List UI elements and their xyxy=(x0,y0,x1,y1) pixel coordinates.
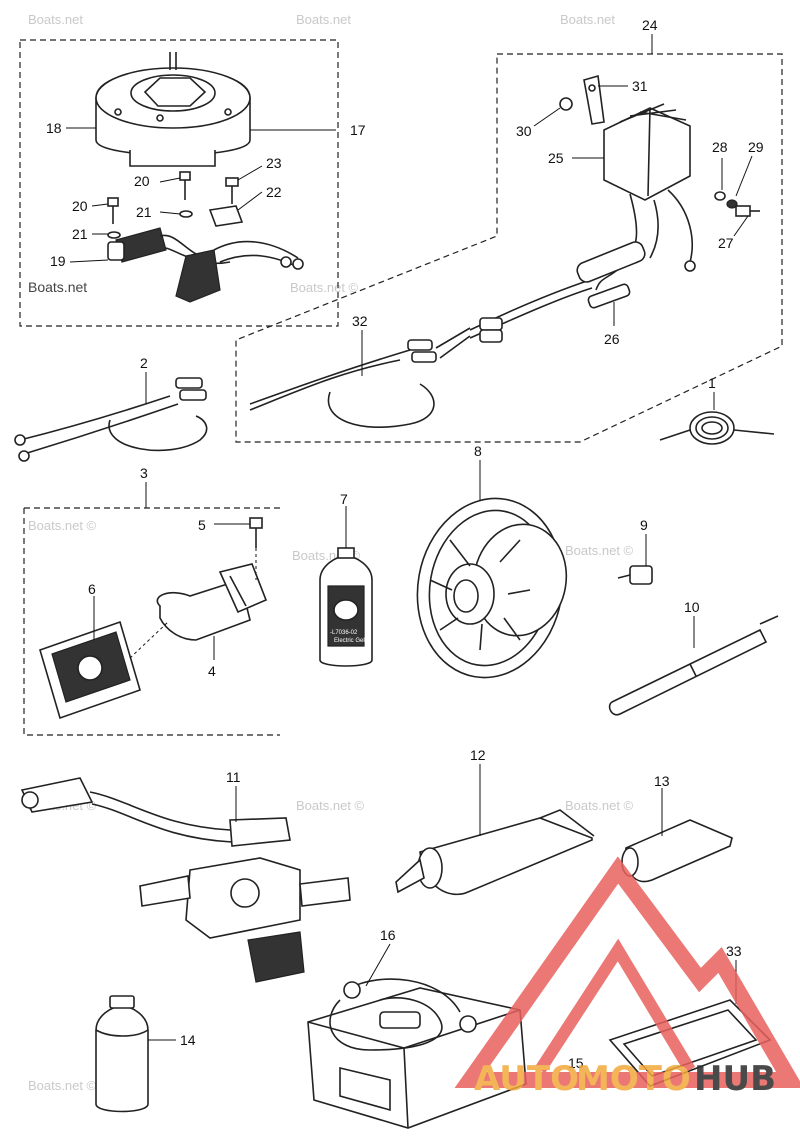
watermark: Boats.net © xyxy=(296,798,365,813)
bottle-label-line1: -L7036-02 xyxy=(330,630,358,636)
callout-25: 25 xyxy=(548,150,564,166)
bottle-label-line2: Electric Gel xyxy=(334,638,365,644)
callout-33: 33 xyxy=(726,943,742,959)
part-27-screw xyxy=(735,205,760,217)
callout-7: 7 xyxy=(340,491,348,507)
watermark: Boats.net xyxy=(28,12,83,27)
part-9-bolt xyxy=(617,565,653,585)
leader-lines xyxy=(66,34,753,1041)
callout-14: 14 xyxy=(180,1032,196,1048)
part-7-bottle: -L7036-02 Electric Gel xyxy=(319,547,373,667)
callout-8: 8 xyxy=(474,443,482,459)
part-12-grease-tube xyxy=(395,809,595,896)
callout-6: 6 xyxy=(88,581,96,597)
part-20-screw xyxy=(107,171,191,224)
callout-13: 13 xyxy=(654,773,670,789)
part-31-bracket xyxy=(583,74,605,125)
brand-text-auto: AUTO xyxy=(474,1059,579,1099)
part-1-spring xyxy=(659,411,775,445)
callout-26: 26 xyxy=(604,331,620,347)
callout-2: 2 xyxy=(140,355,148,371)
group-boxes xyxy=(19,39,783,736)
callout-19: 19 xyxy=(50,253,66,269)
part-29-washer xyxy=(726,199,738,209)
group-box-3 xyxy=(23,507,280,736)
part-pulser-coil xyxy=(175,240,304,303)
part-14-can xyxy=(95,995,149,1113)
brand-triangle-inner-icon xyxy=(534,938,696,1074)
callout-1: 1 xyxy=(708,375,716,391)
brand-logo: AUTO MOTO HUB xyxy=(454,856,800,1099)
callout-29: 29 xyxy=(748,139,764,155)
group-box-24 xyxy=(235,53,783,443)
part-28-washer xyxy=(714,191,726,201)
callout-30: 30 xyxy=(516,123,532,139)
part-26-fuse xyxy=(587,283,631,309)
callout-17: 17 xyxy=(350,122,366,138)
assembly-line xyxy=(129,621,169,659)
part-30-nut xyxy=(559,97,573,111)
callout-20a: 20 xyxy=(72,198,88,214)
part-fuse-holder-lead xyxy=(469,241,646,343)
part-22-clamp xyxy=(208,205,244,227)
part-6-grommet xyxy=(39,620,141,720)
part-5-screw xyxy=(249,517,263,580)
callout-5: 5 xyxy=(198,517,206,533)
callout-9: 9 xyxy=(640,517,648,533)
brand-text-moto: MOTO xyxy=(576,1059,691,1099)
callout-21b: 21 xyxy=(136,204,152,220)
brand-triangle-icon xyxy=(454,856,800,1088)
watermark: Boats.net xyxy=(296,12,351,27)
callout-20b: 20 xyxy=(134,173,150,189)
part-16-fuel-gauge-line xyxy=(329,978,477,1051)
callout-15: 15 xyxy=(568,1055,584,1071)
callout-23: 23 xyxy=(266,155,282,171)
watermark: Boats.net © xyxy=(290,280,359,295)
group-box-17 xyxy=(19,39,339,327)
callout-22: 22 xyxy=(266,184,282,200)
part-32-harness xyxy=(249,327,471,428)
watermark: Boats.net © xyxy=(565,543,634,558)
callout-16: 16 xyxy=(380,927,396,943)
part-18-stator-plate xyxy=(95,52,251,167)
callout-11: 11 xyxy=(226,769,241,785)
watermark: Boats.net xyxy=(28,279,87,295)
watermark: Boats.net © xyxy=(28,1078,97,1093)
watermark: Boats.net xyxy=(560,12,615,27)
part-8-pulley xyxy=(416,497,568,679)
callout-27: 27 xyxy=(718,235,734,251)
callout-24: 24 xyxy=(642,17,658,33)
watermark: Boats.net © xyxy=(565,798,634,813)
callout-18: 18 xyxy=(46,120,62,136)
watermark: Boats.net © xyxy=(28,518,97,533)
callout-12: 12 xyxy=(470,747,486,763)
callout-21a: 21 xyxy=(72,226,88,242)
callout-4: 4 xyxy=(208,663,216,679)
part-25-rectifier xyxy=(595,103,696,291)
part-13-small-tube xyxy=(621,819,733,883)
part-2-lead-wire xyxy=(14,377,208,462)
callout-3: 3 xyxy=(140,465,148,481)
callout-numbers: 1 2 3 4 5 6 7 8 9 10 11 12 13 14 15 16 1… xyxy=(46,17,764,1071)
part-10-tool xyxy=(608,615,779,716)
callout-10: 10 xyxy=(684,599,700,615)
brand-text-hub: HUB xyxy=(694,1059,776,1099)
callout-28: 28 xyxy=(712,139,728,155)
part-23-screw xyxy=(225,177,239,204)
part-4-key-switch xyxy=(156,563,268,641)
callout-31: 31 xyxy=(632,78,648,94)
part-11-fuel-line xyxy=(20,777,351,983)
callout-32: 32 xyxy=(352,313,368,329)
